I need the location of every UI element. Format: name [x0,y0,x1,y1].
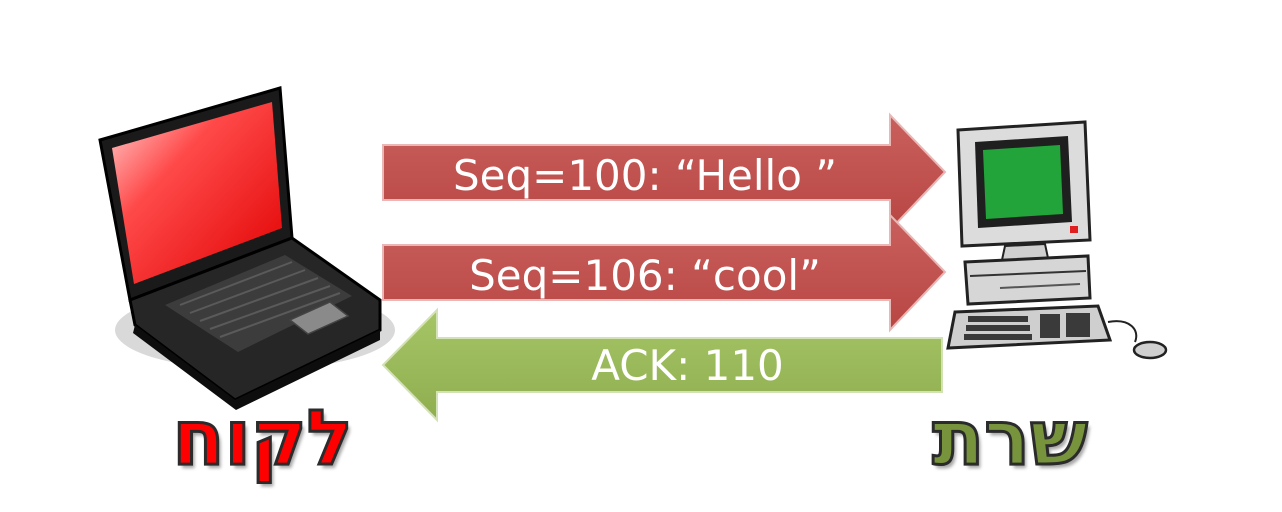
seq-106-arrow [382,212,947,333]
server-label: שרת [931,393,1089,482]
seq-100-label: Seq=100: “Hello ” [452,151,838,200]
laptop-icon [98,86,395,410]
seq-106-label: Seq=106: “cool” [469,251,821,300]
client-label: לקוח [171,393,354,482]
ack-110-arrow [381,307,943,423]
ack-110-label: ACK: 110 [591,341,784,390]
seq-100-arrow [382,112,947,233]
desktop-computer-icon [946,120,1168,360]
